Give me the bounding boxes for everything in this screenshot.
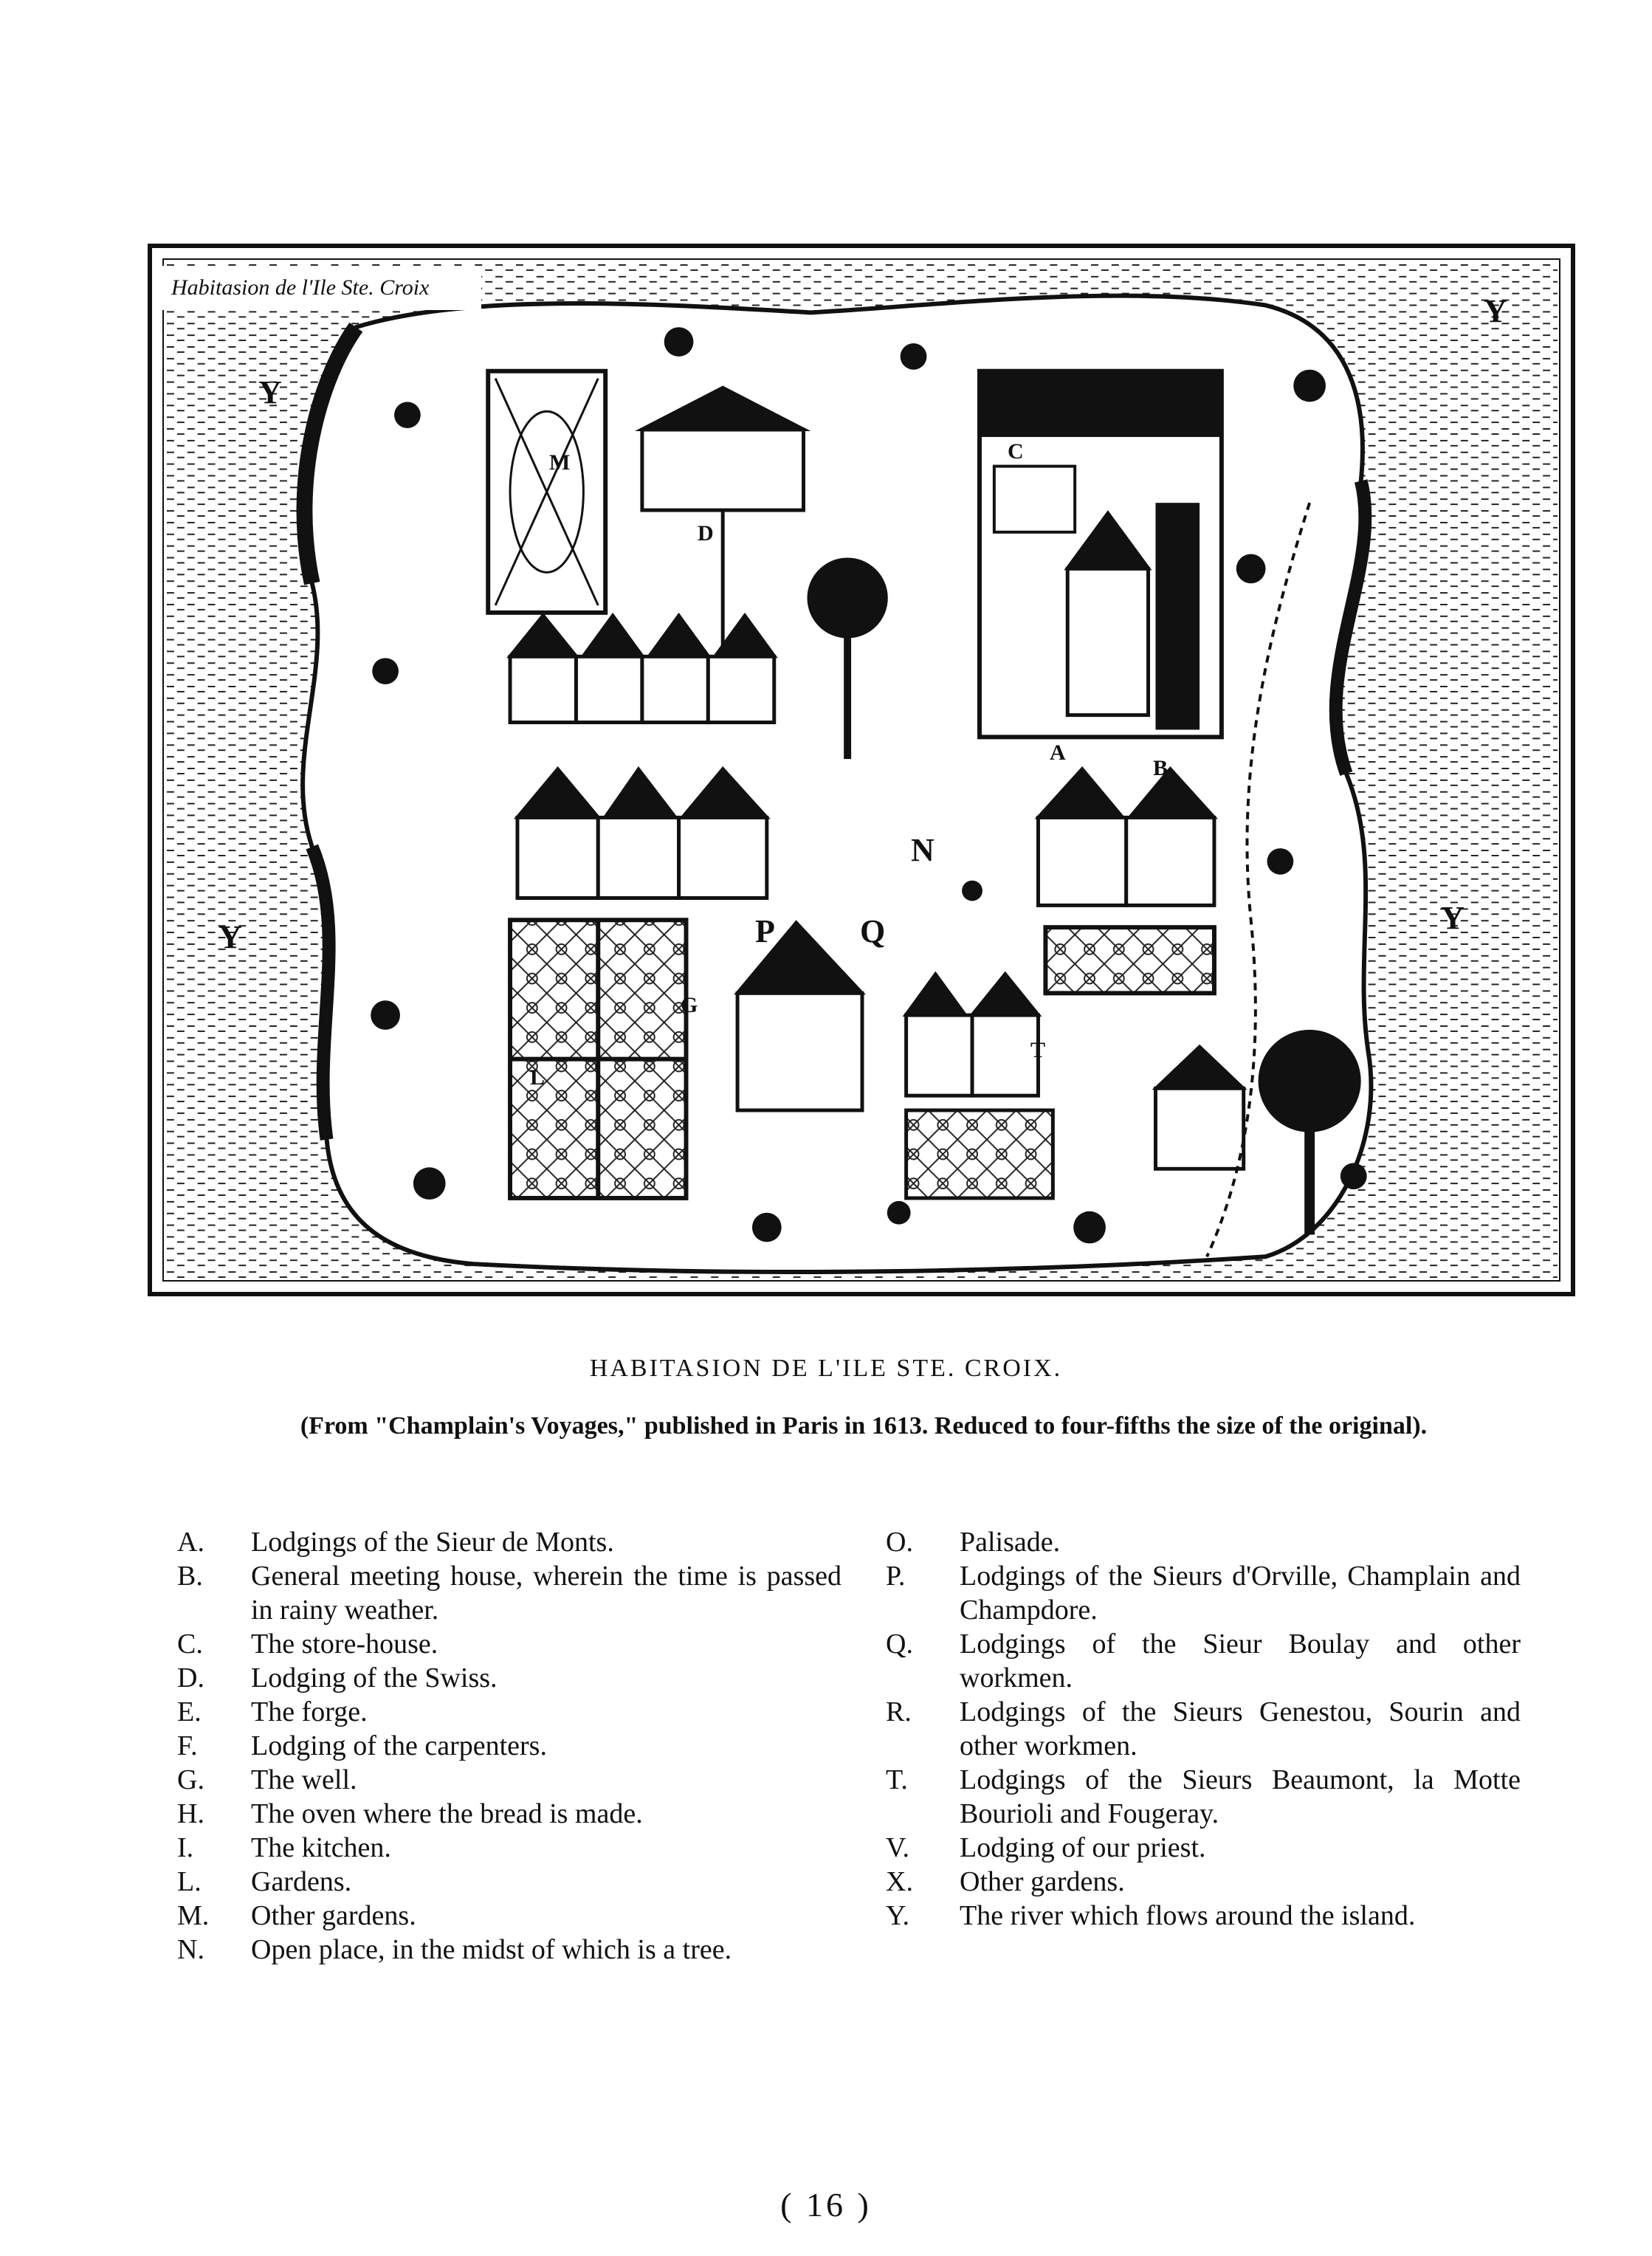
legend-letter: Y. — [886, 1900, 910, 1931]
legend-text: The kitchen. — [251, 1832, 391, 1863]
legend-item: O. Palisade. — [886, 1525, 1521, 1559]
map-label-p: P — [755, 913, 775, 949]
legend-item: V. Lodging of our priest. — [886, 1831, 1521, 1865]
legend-text: The forge. — [251, 1696, 368, 1727]
legend-letter: V. — [886, 1832, 910, 1863]
map-label-b: B — [1153, 756, 1169, 780]
legend-text: Open place, in the midst of which is a t… — [251, 1934, 732, 1965]
figure-source-note: (From "Champlain's Voyages," published i… — [300, 1412, 1428, 1440]
legend-item: A. Lodgings of the Sieur de Monts. — [177, 1525, 842, 1559]
legend-letter: F. — [177, 1730, 198, 1761]
map-label-a: A — [1050, 740, 1066, 765]
legend-text: General meeting house, wherein the time … — [251, 1561, 842, 1626]
legend-item: L. Gardens. — [177, 1865, 842, 1899]
legend-item: F. Lodging of the carpenters. — [177, 1729, 842, 1763]
legend-letter: D. — [177, 1662, 204, 1693]
legend-letter: E. — [177, 1696, 202, 1727]
legend-item: I. The kitchen. — [177, 1831, 842, 1865]
legend-text: Lodging of the Swiss. — [251, 1662, 498, 1693]
legend-letter: A. — [177, 1527, 204, 1558]
legend-text: Lodging of the carpenters. — [251, 1730, 547, 1761]
legend-text: Palisade. — [960, 1527, 1061, 1558]
map-label-l: L — [530, 1065, 545, 1090]
legend-text: The well. — [251, 1764, 357, 1795]
legend-letter: C. — [177, 1629, 203, 1660]
legend-letter: T. — [886, 1764, 908, 1795]
legend-letter: B. — [177, 1561, 203, 1592]
legend-item: T. Lodgings of the Sieurs Beaumont, la Mo… — [886, 1763, 1521, 1831]
legend-text: Lodging of our priest. — [960, 1832, 1206, 1863]
map-label-y-top-right: Y — [1484, 293, 1507, 329]
legend-item: Y. The river which flows around the islan… — [886, 1899, 1521, 1933]
legend-left-column: A. Lodgings of the Sieur de Monts. B. Gene… — [177, 1525, 842, 1967]
legend-letter: X. — [886, 1866, 913, 1897]
map-label-g: G — [681, 993, 698, 1017]
legend-letter: M. — [177, 1900, 210, 1931]
legend-text: Lodgings of the Sieur Boulay and other w… — [960, 1629, 1521, 1693]
legend-item: M. Other gardens. — [177, 1899, 842, 1933]
map-label-d: D — [698, 521, 714, 546]
legend-text: Other gardens. — [251, 1900, 416, 1931]
map-label-y-top-left: Y — [258, 374, 282, 410]
legend-text: The river which flows around the island. — [960, 1900, 1416, 1931]
legend-letter: R. — [886, 1696, 912, 1727]
legend-text: Lodgings of the Sieurs d'Orville, Champl… — [960, 1561, 1521, 1626]
legend-right-column: O. Palisade. P. Lodgings of the Sieurs d'O… — [886, 1525, 1521, 1933]
map-engraving — [148, 244, 1575, 1296]
legend-text: Lodgings of the Sieurs Genestou, Sourin … — [960, 1696, 1521, 1761]
legend-letter: O. — [886, 1527, 913, 1558]
legend-letter: L. — [177, 1866, 202, 1897]
map-label-m: M — [549, 450, 571, 475]
legend-text: Lodgings of the Sieurs Beaumont, la Mott… — [960, 1764, 1521, 1829]
legend-letter: N. — [177, 1934, 204, 1965]
legend-letter: G. — [177, 1764, 204, 1795]
legend-text: The store-house. — [251, 1629, 438, 1660]
map-label-n: N — [911, 832, 935, 868]
map-label-t: T — [1030, 1038, 1046, 1062]
legend-item: D. Lodging of the Swiss. — [177, 1661, 842, 1695]
legend-letter: I. — [177, 1832, 194, 1863]
legend-letter: Q. — [886, 1629, 913, 1660]
map-label-q: Q — [860, 913, 886, 949]
legend-item: B. General meeting house, wherein the tim… — [177, 1559, 842, 1627]
legend-item: G. The well. — [177, 1763, 842, 1797]
legend-text: Lodgings of the Sieur de Monts. — [251, 1527, 614, 1558]
legend-item: X. Other gardens. — [886, 1865, 1521, 1899]
page-number: ( 16 ) — [780, 2186, 872, 2224]
legend-item: P. Lodgings of the Sieurs d'Orville, Cham… — [886, 1559, 1521, 1627]
legend-text: Gardens. — [251, 1866, 352, 1897]
map-label-y-left: Y — [218, 919, 242, 955]
legend-item: R. Lodgings of the Sieurs Genestou, Souri… — [886, 1695, 1521, 1763]
legend-letter: H. — [177, 1798, 204, 1829]
map-cartouche: Habitasion de l'Ile Ste. Croix — [161, 266, 481, 310]
map-label-c: C — [1008, 439, 1024, 464]
legend-text: The oven where the bread is made. — [251, 1798, 643, 1829]
legend-text: Other gardens. — [960, 1866, 1125, 1897]
legend-letter: P. — [886, 1561, 906, 1592]
island-map-illustration — [165, 261, 1558, 1279]
figure-title: HABITASION DE L'ILE STE. CROIX. — [589, 1355, 1063, 1382]
map-label-y-right: Y — [1441, 900, 1465, 936]
legend-item: C. The store-house. — [177, 1627, 842, 1661]
legend-item: N. Open place, in the midst of which is a… — [177, 1933, 842, 1967]
legend-item: E. The forge. — [177, 1695, 842, 1729]
legend-item: Q. Lodgings of the Sieur Boulay and other… — [886, 1627, 1521, 1695]
legend-item: H. The oven where the bread is made. — [177, 1797, 842, 1831]
